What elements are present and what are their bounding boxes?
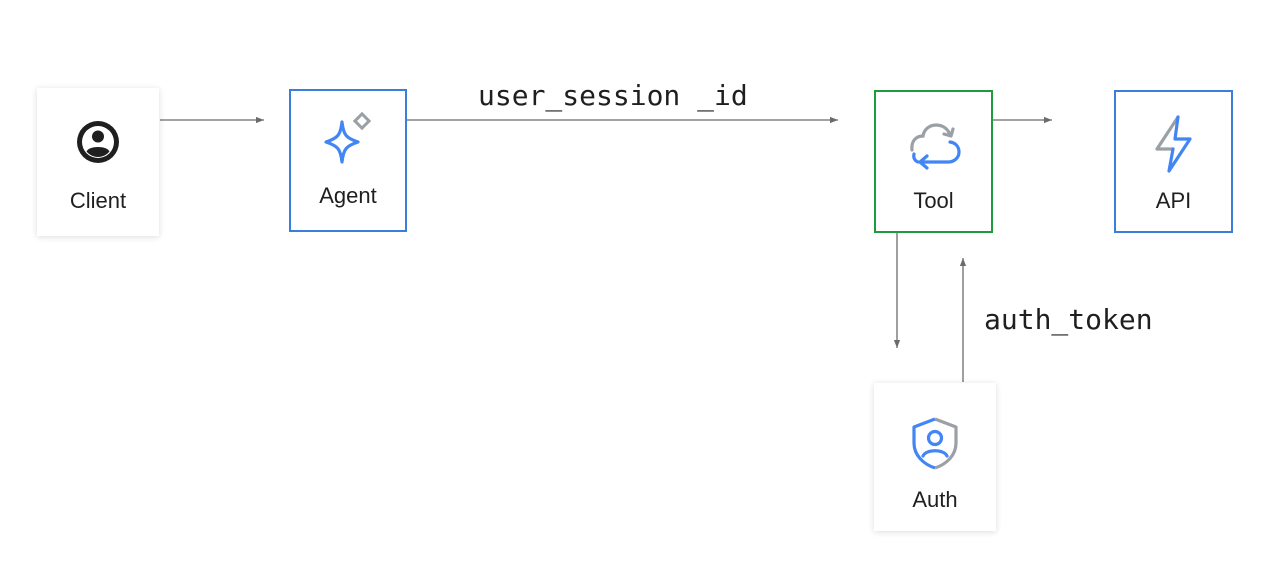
cloud-sync-icon — [909, 123, 961, 170]
tool-label: Tool — [913, 188, 954, 213]
shield-user-icon — [912, 417, 958, 470]
lightning-icon — [1154, 115, 1192, 173]
edge-label-user-session-id: user_session _id — [478, 79, 748, 112]
api-node: API — [1114, 90, 1233, 233]
agent-node: Agent — [289, 89, 407, 232]
sparkle-icon — [324, 111, 372, 164]
agent-label: Agent — [319, 183, 377, 208]
client-node: Client — [37, 88, 159, 236]
client-label: Client — [69, 188, 127, 213]
edge-label-auth-token: auth_token — [984, 303, 1153, 336]
auth-node: Auth — [874, 383, 996, 531]
auth-label: Auth — [912, 487, 958, 512]
tool-node: Tool — [874, 90, 993, 233]
api-label: API — [1155, 188, 1192, 213]
user-circle-icon — [77, 121, 119, 163]
